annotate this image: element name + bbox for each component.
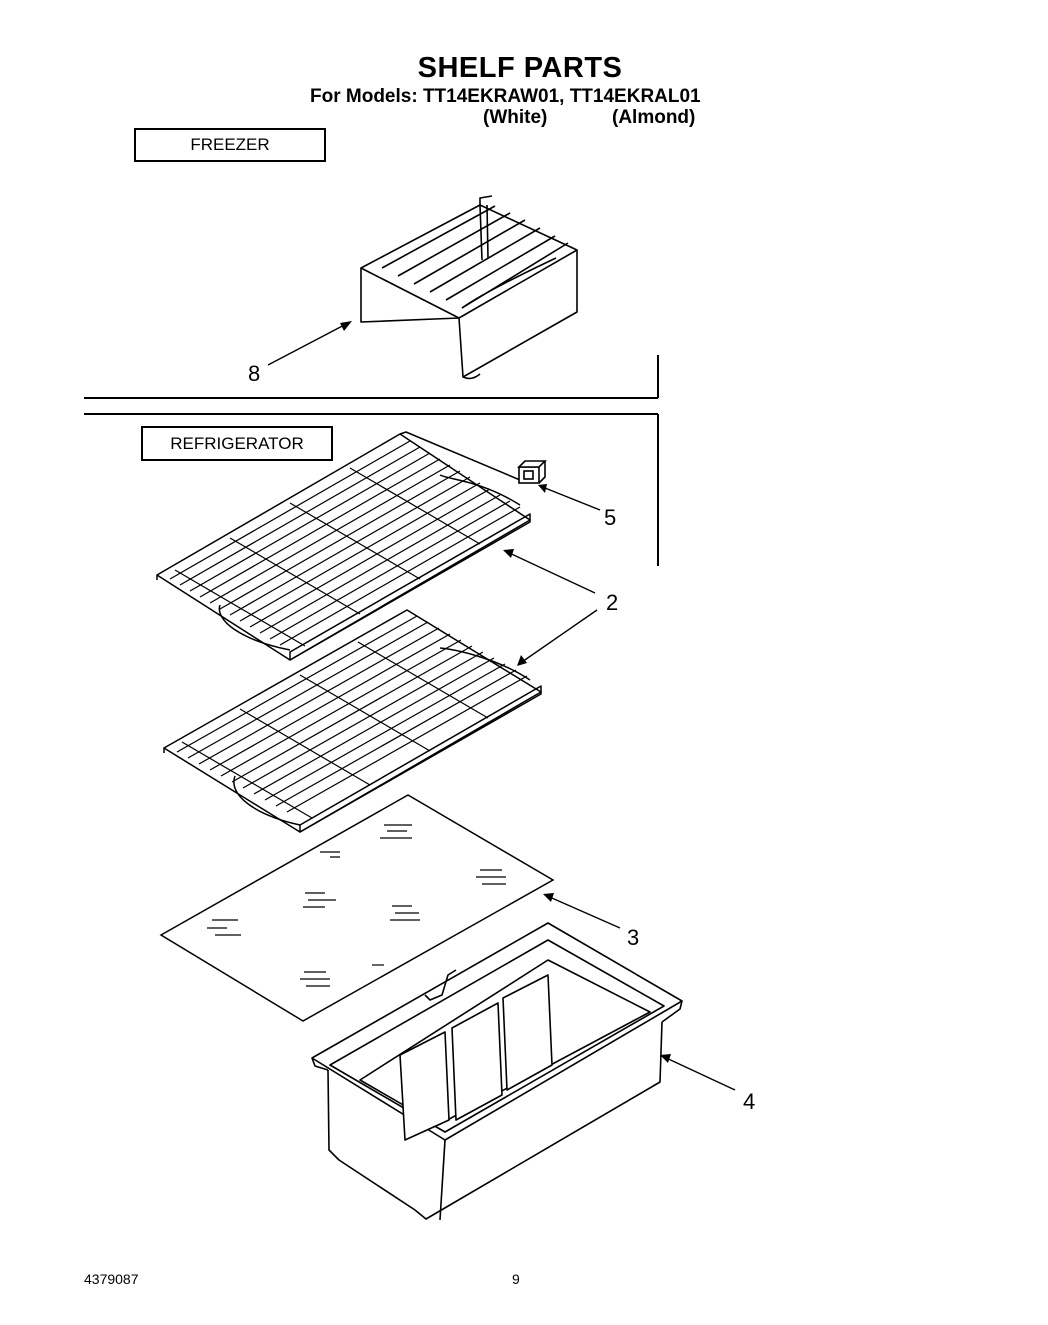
variant-almond: (Almond) (612, 107, 696, 128)
models-line: For Models: TT14EKRAW01, TT14EKRAL01 (310, 86, 701, 107)
leader-line-5 (539, 485, 601, 511)
arrowhead-2a (503, 549, 514, 558)
callout-3: 3 (627, 925, 640, 950)
callout-5: 5 (604, 505, 617, 530)
callout-8: 8 (248, 361, 261, 386)
freezer-shelf-part-8 (360, 195, 578, 380)
wire-shelf-lower-part-2 (163, 609, 542, 833)
page-number: 9 (512, 1271, 520, 1287)
page-title: SHELF PARTS (417, 52, 623, 84)
callout-2: 2 (606, 590, 619, 615)
variant-white: (White) (483, 107, 548, 128)
shelf-clip-part-5 (517, 460, 547, 484)
arrowhead-2b (517, 655, 527, 666)
callout-4: 4 (743, 1089, 756, 1114)
crisper-pan-part-4 (311, 922, 683, 1221)
leader-line-4 (661, 1055, 736, 1091)
document-number: 4379087 (84, 1271, 139, 1287)
wire-shelf-upper-part-2 (156, 431, 531, 661)
glass-shelf-part-3 (159, 794, 555, 1022)
leader-line-2a (504, 550, 596, 594)
leader-line-2b (518, 609, 598, 665)
arrowhead-4 (660, 1054, 671, 1063)
refrigerator-section-label: REFRIGERATOR (141, 426, 336, 464)
leader-line-8 (267, 321, 351, 366)
arrowhead-3 (543, 893, 554, 902)
arrowhead-8 (340, 321, 352, 331)
leader-line-3 (544, 894, 621, 929)
arrowhead-5 (538, 484, 547, 493)
